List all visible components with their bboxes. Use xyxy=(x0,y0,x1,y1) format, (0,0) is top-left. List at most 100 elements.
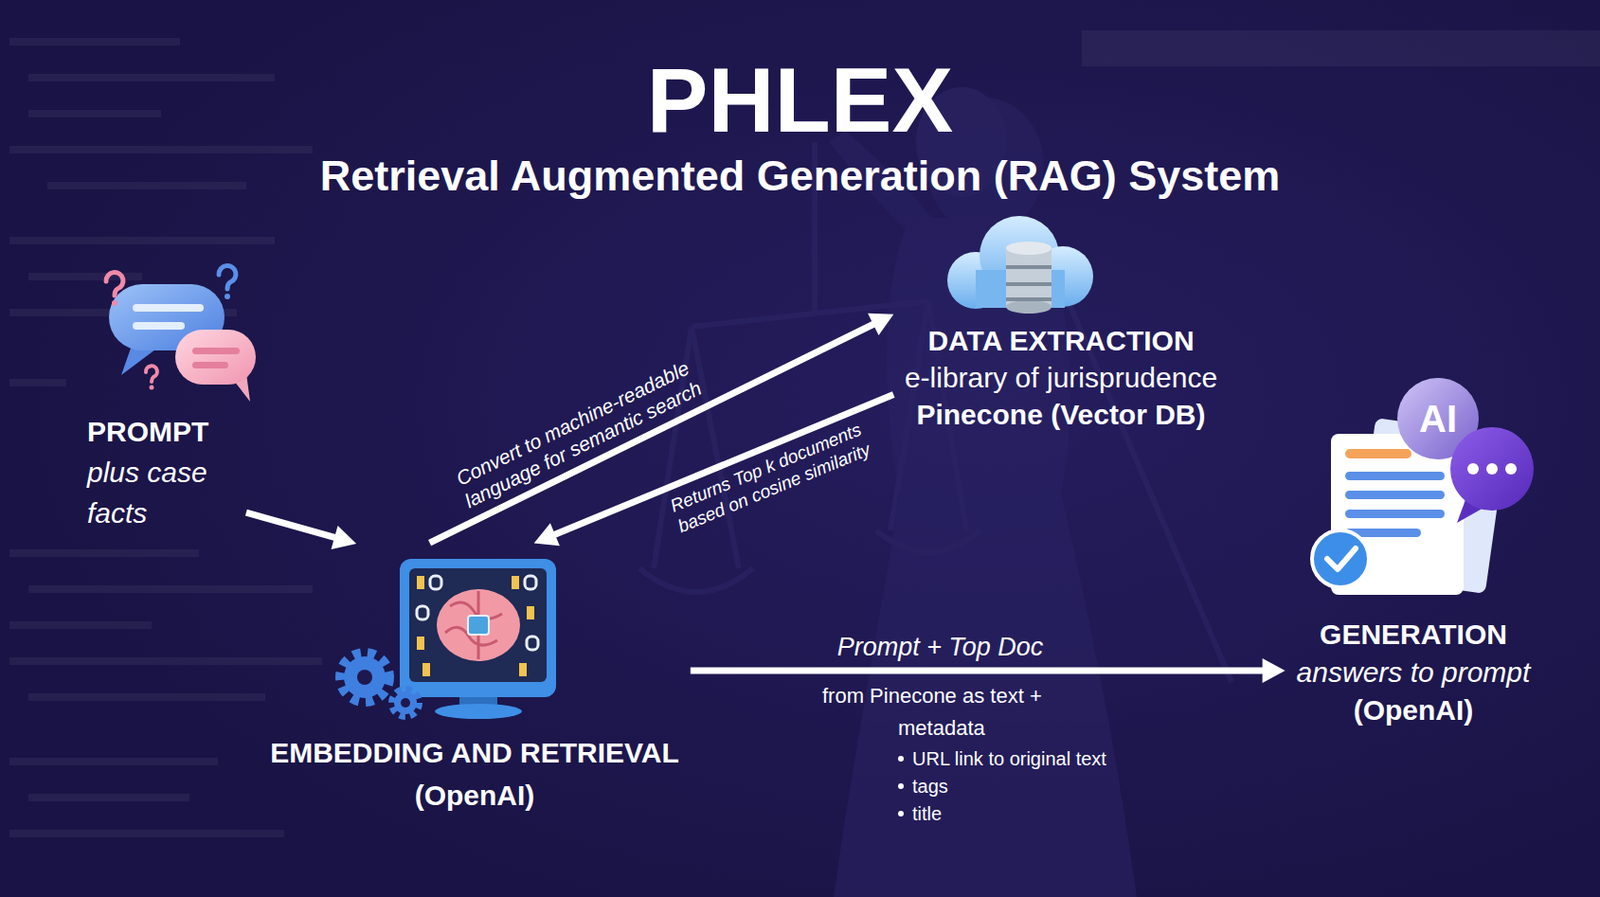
db-cylinder xyxy=(1006,248,1052,307)
bit xyxy=(511,575,520,590)
check-mark xyxy=(1327,548,1356,570)
gear-hole xyxy=(357,669,373,685)
question-dot xyxy=(149,385,155,391)
code-line xyxy=(9,37,180,46)
monitor-frame xyxy=(399,558,557,698)
bubble-line xyxy=(192,361,229,369)
faint-bar xyxy=(1081,30,1600,67)
justice-statue xyxy=(639,87,1232,897)
node-heading: PROMPT xyxy=(87,411,239,452)
monitor-base xyxy=(434,703,522,720)
question-mark xyxy=(145,365,158,382)
prompt-icon xyxy=(106,266,256,402)
page-line xyxy=(1345,509,1445,519)
question-mark xyxy=(218,266,236,289)
bubble-line xyxy=(192,347,240,355)
db-band xyxy=(1006,282,1052,287)
question-mark xyxy=(106,272,124,296)
bullet-item: URL link to original text xyxy=(898,745,1107,774)
db-band xyxy=(1006,297,1052,302)
code-line xyxy=(28,793,190,802)
metadata-note: from Pinecone as text + metadata xyxy=(822,680,1107,745)
scale-pan xyxy=(876,530,981,553)
node-text: e-library of jurisprudence xyxy=(904,359,1218,396)
bubble-line xyxy=(132,304,204,312)
code-line xyxy=(28,73,275,82)
db-bottom xyxy=(1006,300,1052,314)
bullet-item: title xyxy=(898,800,942,828)
code-line xyxy=(9,657,323,666)
bit xyxy=(519,663,527,677)
code-line xyxy=(47,181,247,190)
brain xyxy=(436,589,521,662)
check-circle xyxy=(1312,530,1369,588)
diagram-title: PHLEX xyxy=(0,53,1600,146)
code-line xyxy=(28,585,313,594)
faint-code-lines xyxy=(9,37,323,838)
scale-beam xyxy=(691,301,929,327)
monitor-screen xyxy=(409,568,547,683)
data-extraction-node: DATA EXTRACTIONe-library of jurisprudenc… xyxy=(897,213,1225,439)
connector-line xyxy=(246,512,337,539)
arrow-head xyxy=(331,525,358,550)
edge-label: Prompt + Top Doc xyxy=(837,631,1043,663)
node-heading: EMBEDDING AND RETRIEVAL xyxy=(269,731,680,774)
chat-dot xyxy=(1505,463,1517,475)
generation-icon xyxy=(1312,377,1534,595)
code-line xyxy=(9,236,275,245)
bullet-item: tags xyxy=(898,773,949,801)
scale-chain xyxy=(691,326,739,569)
statue-scales xyxy=(639,142,1232,683)
connector-arrow xyxy=(246,512,357,550)
code-line xyxy=(9,145,313,154)
connector-arrow xyxy=(430,313,895,544)
bit xyxy=(416,606,429,620)
db-top xyxy=(1006,241,1052,255)
node-text: answers to prompt xyxy=(1296,653,1531,692)
gear xyxy=(343,656,386,699)
code-line xyxy=(9,829,285,838)
bubble-line xyxy=(132,322,185,330)
bullet-dot xyxy=(898,810,904,817)
gear-teeth xyxy=(392,689,419,717)
chat-bubble xyxy=(1450,427,1534,511)
node-heading: GENERATION xyxy=(1296,615,1531,654)
page-line xyxy=(1345,471,1445,481)
cloud-database-icon xyxy=(947,215,1094,314)
connector-arrow xyxy=(690,658,1286,684)
bit xyxy=(524,575,537,590)
bit xyxy=(416,636,425,650)
code-line xyxy=(28,693,266,702)
icon-text: AI xyxy=(1419,399,1457,438)
bullet-text: tags xyxy=(912,775,949,797)
subtitle: Retrieval Augmented Generation (RAG) Sys… xyxy=(0,150,1600,202)
arrow-head xyxy=(534,522,560,546)
binary-pattern xyxy=(416,575,539,677)
bullet-dot xyxy=(898,755,904,762)
bit xyxy=(430,575,442,590)
bit xyxy=(526,606,535,620)
bullet-text: URL link to original text xyxy=(912,748,1107,770)
node-text: Pinecone (Vector DB) xyxy=(904,395,1218,433)
bit xyxy=(422,663,431,677)
generation-node: GENERATIONanswers to prompt(OpenAI) xyxy=(1289,611,1539,736)
bullet-text: title xyxy=(912,803,942,825)
embedding-node: EMBEDDING AND RETRIEVAL(OpenAI) xyxy=(262,544,687,823)
question-dot xyxy=(224,293,231,300)
arrow-head xyxy=(1262,658,1286,684)
code-line xyxy=(9,549,199,558)
brain-chip xyxy=(467,615,489,635)
gear-teeth xyxy=(341,653,389,702)
gear xyxy=(394,691,417,715)
code-line xyxy=(9,757,218,766)
chat-dot xyxy=(1486,463,1498,475)
statue-robe xyxy=(833,217,1137,897)
page-line xyxy=(1345,490,1445,500)
monitor-icon xyxy=(341,558,557,720)
prompt-node: PROMPTplus case facts xyxy=(83,409,243,538)
db-band xyxy=(1006,265,1052,270)
code-line xyxy=(9,621,152,630)
scale-pan xyxy=(639,568,754,593)
